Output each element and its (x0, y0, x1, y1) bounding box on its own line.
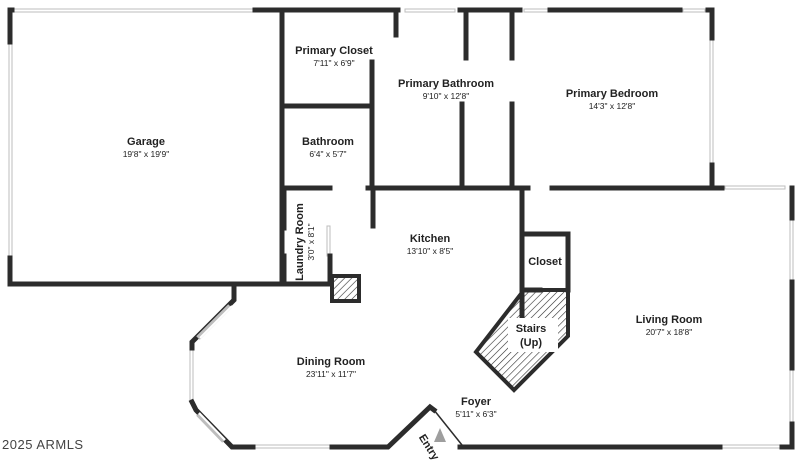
dining-room-dims: 23'11" x 11'7" (306, 369, 356, 379)
garage-name: Garage (127, 136, 165, 148)
primary-bathroom-dims: 9'10" x 12'8" (423, 91, 470, 101)
living-room-name: Living Room (636, 314, 703, 326)
living-room-dims: 20'7" x 18'8" (646, 327, 693, 337)
primary-bedroom-name: Primary Bedroom (566, 88, 659, 100)
stairs-name: Stairs (516, 323, 547, 335)
foyer-dims: 5'11" x 6'3" (455, 409, 496, 419)
laundry-room-name: Laundry Room (294, 203, 306, 281)
room-foyer: Foyer 5'11" x 6'3" (455, 396, 496, 419)
garage-dims: 19'8" x 19'9" (123, 149, 170, 159)
primary-bedroom-dims: 14'3" x 12'8" (589, 101, 636, 111)
kitchen-dims: 13'10" x 8'5" (407, 246, 454, 256)
walls (7, 7, 795, 450)
primary-closet-dims: 7'11" x 6'9" (313, 58, 354, 68)
room-primary-bathroom: Primary Bathroom 9'10" x 12'8" (398, 78, 494, 101)
bathroom-name: Bathroom (302, 136, 354, 148)
bathroom-dims: 6'4" x 5'7" (309, 149, 346, 159)
primary-closet-name: Primary Closet (295, 45, 373, 57)
laundry-room-dims: 3'0" x 8'1" (306, 223, 316, 260)
hatched-block (330, 274, 361, 303)
entry-door (433, 409, 463, 446)
room-laundry: Laundry Room 3'0" x 8'1" (294, 203, 316, 281)
kitchen-name: Kitchen (410, 233, 451, 245)
room-primary-bedroom: Primary Bedroom 14'3" x 12'8" (566, 88, 659, 111)
closet-name: Closet (528, 256, 562, 268)
primary-bathroom-name: Primary Bathroom (398, 78, 494, 90)
windows (8, 8, 794, 449)
room-garage: Garage 19'8" x 19'9" (123, 136, 170, 159)
room-bathroom: Bathroom 6'4" x 5'7" (302, 136, 354, 159)
dining-room-name: Dining Room (297, 356, 366, 368)
room-closet: Closet (528, 256, 562, 268)
entry-arrow-icon (434, 428, 446, 442)
foyer-name: Foyer (461, 396, 492, 408)
room-stairs: Stairs (Up) (516, 323, 547, 349)
stairs-shape (473, 288, 570, 393)
angled-windows (196, 304, 233, 443)
room-kitchen: Kitchen 13'10" x 8'5" (407, 233, 454, 256)
room-living: Living Room 20'7" x 18'8" (636, 314, 703, 337)
room-primary-closet: Primary Closet 7'11" x 6'9" (295, 45, 373, 68)
copyright-watermark: 2025 ARMLS (2, 437, 84, 452)
room-dining: Dining Room 23'11" x 11'7" (297, 356, 366, 379)
stairs-note: (Up) (520, 337, 542, 349)
